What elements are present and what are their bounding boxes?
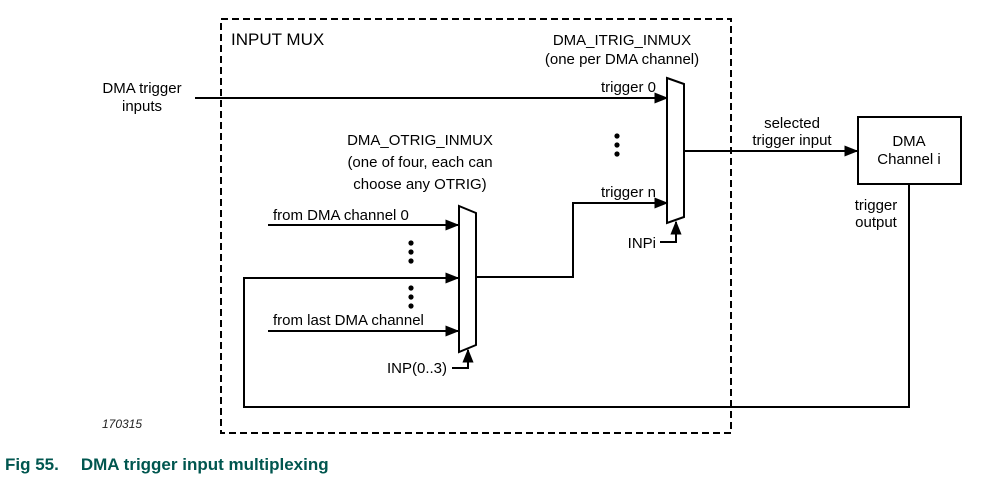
- itrig-input-trigger-0-label: trigger 0: [601, 79, 656, 96]
- input-mux-label: INPUT MUX: [231, 30, 324, 49]
- itrig-select-label: INPi: [628, 235, 656, 252]
- itrig-select-wire: [660, 220, 682, 243]
- otrig-input-channel-0-label: from DMA channel 0: [273, 207, 409, 224]
- otrig-ellipsis-icon-upper: [408, 240, 414, 264]
- itrig-input-trigger-n-label: trigger n: [601, 184, 656, 201]
- otrig-mux-note-line2: choose any OTRIG): [353, 176, 486, 193]
- selected-trigger-label-line1: selected: [764, 115, 820, 132]
- dma-channel-label-line1: DMA: [892, 133, 925, 150]
- otrig-input-last-channel-label: from last DMA channel: [273, 312, 424, 329]
- trigger-output-label-line1: trigger: [855, 197, 898, 214]
- figure-id: 170315: [102, 417, 142, 431]
- itrig-ellipsis-icon: [614, 133, 620, 157]
- dma-trigger-inputs-label-line2: inputs: [122, 98, 162, 115]
- selected-trigger-label-line2: trigger input: [752, 132, 832, 149]
- dma-channel-label-line2: Channel i: [877, 151, 940, 168]
- figure-number: Fig 55.: [5, 455, 59, 474]
- otrig-mux-name: DMA_OTRIG_INMUX: [347, 132, 493, 149]
- dma-channel-block: [857, 116, 962, 185]
- otrig-ellipsis-icon-lower: [408, 285, 414, 309]
- itrig-mux-note: (one per DMA channel): [545, 51, 699, 68]
- figure-caption: Fig 55. DMA trigger input multiplexing: [5, 455, 329, 475]
- trigger-output-feedback-wire: [243, 184, 910, 408]
- trigger-output-label-line2: output: [855, 214, 898, 231]
- trigger-n-wire: [476, 197, 669, 278]
- itrig-mux-shape: [666, 76, 685, 225]
- itrig-mux-name: DMA_ITRIG_INMUX: [553, 32, 691, 49]
- otrig-mux-note-line1: (one of four, each can: [347, 154, 492, 171]
- dma-trigger-inputs-label-line1: DMA trigger: [102, 80, 181, 97]
- otrig-mux-shape: [458, 204, 477, 354]
- input-mux-block: [220, 18, 732, 434]
- otrig-select-wire: [452, 348, 474, 369]
- otrig-select-label: INP(0..3): [387, 360, 447, 377]
- figure-title: DMA trigger input multiplexing: [80, 455, 329, 474]
